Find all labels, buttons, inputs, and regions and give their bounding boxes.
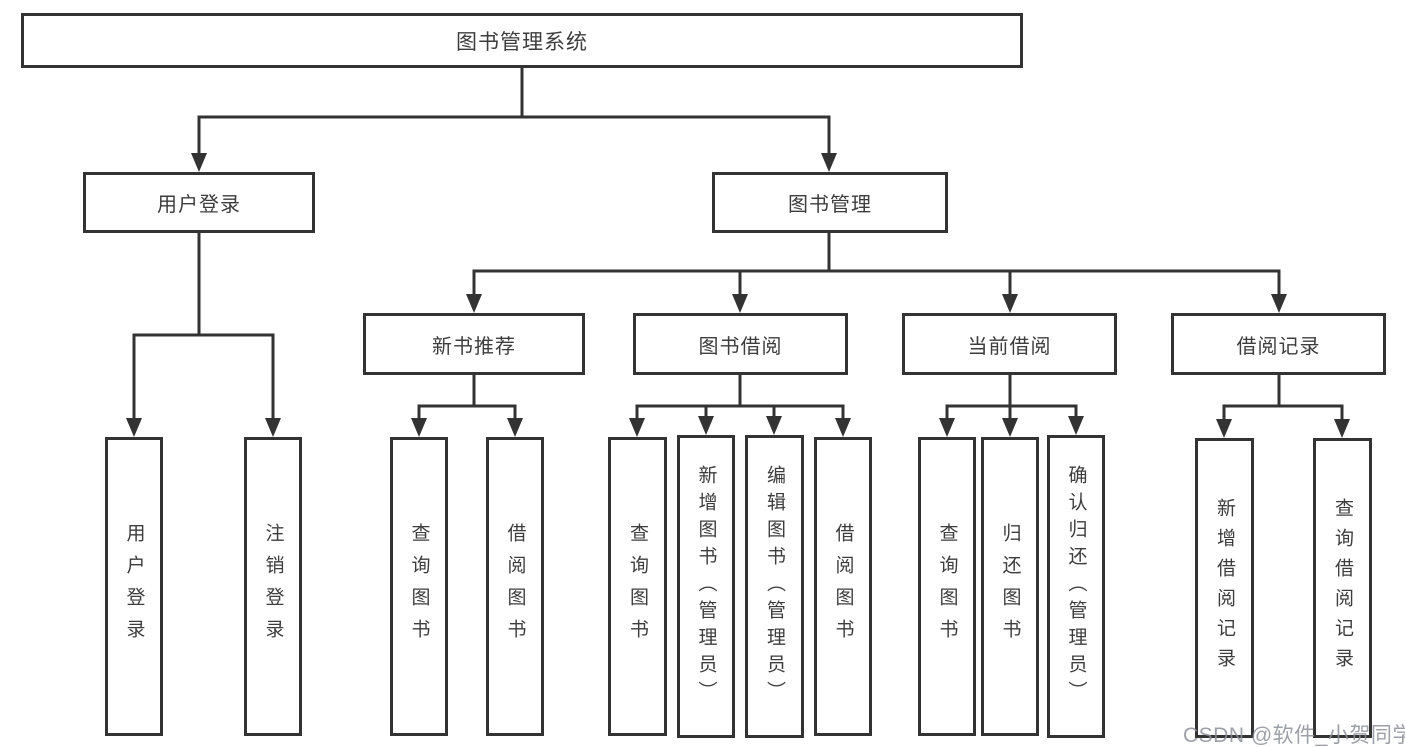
node-borrowing-records: 借阅记录 (1171, 313, 1386, 375)
leaf-user-login: 用户登录 (105, 437, 163, 736)
leaf-return-books-label: 归还图书 (999, 522, 1021, 651)
leaf-edit-books-admin-label: 编辑图书（管理员） (764, 465, 785, 708)
leaf-add-books-admin-label: 新增图书（管理员） (695, 465, 717, 708)
leaf-query-books-borrowing: 查询图书 (608, 437, 667, 736)
leaf-edit-books-admin: 编辑图书（管理员） (745, 435, 804, 738)
leaf-add-borrow-record-label: 新增借阅记录 (1214, 498, 1235, 678)
leaf-logout-label: 注销登录 (262, 522, 284, 651)
leaf-user-login-label: 用户登录 (123, 522, 145, 651)
node-new-book-recommend: 新书推荐 (363, 313, 585, 375)
leaf-add-books-admin: 新增图书（管理员） (677, 435, 735, 738)
leaf-query-books-recommend: 查询图书 (390, 437, 448, 736)
node-library-system: 图书管理系统 (21, 13, 1023, 68)
leaf-query-borrow-record: 查询借阅记录 (1313, 438, 1372, 738)
node-user-login: 用户登录 (83, 172, 315, 233)
leaf-borrow-books-recommend-label: 借阅图书 (504, 522, 526, 651)
leaf-query-books-current: 查询图书 (918, 437, 976, 736)
watermark: CSDN @软件_小贺同学 (1183, 724, 1405, 747)
leaf-confirm-return-admin-label: 确认归还（管理员） (1065, 465, 1087, 708)
leaf-return-books: 归还图书 (981, 437, 1039, 736)
node-book-borrowing: 图书借阅 (633, 313, 848, 375)
leaf-query-books-borrowing-label: 查询图书 (627, 522, 648, 651)
leaf-query-books-current-label: 查询图书 (936, 522, 958, 651)
leaf-add-borrow-record: 新增借阅记录 (1195, 438, 1254, 738)
leaf-query-books-recommend-label: 查询图书 (408, 522, 430, 651)
node-book-management: 图书管理 (712, 172, 948, 233)
leaf-borrow-books-recommend: 借阅图书 (486, 437, 544, 736)
leaf-borrow-books-borrowing: 借阅图书 (814, 437, 872, 736)
leaf-logout: 注销登录 (244, 437, 302, 736)
leaf-confirm-return-admin: 确认归还（管理员） (1047, 435, 1105, 738)
leaf-borrow-books-borrowing-label: 借阅图书 (832, 522, 854, 651)
leaf-query-borrow-record-label: 查询借阅记录 (1332, 498, 1353, 678)
node-current-borrowing: 当前借阅 (902, 313, 1117, 375)
